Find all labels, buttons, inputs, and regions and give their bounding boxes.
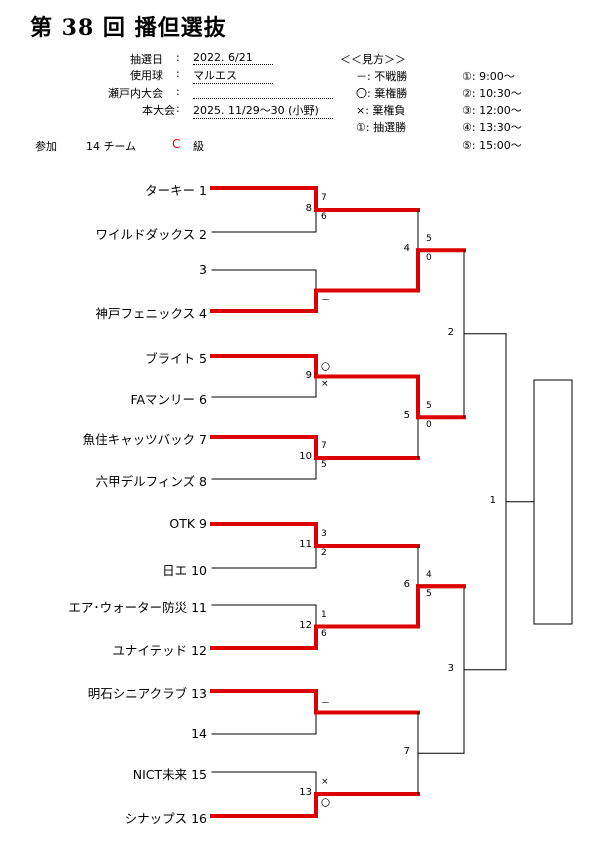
score-label: 〇 [321, 799, 331, 809]
game-number: 4 [403, 243, 410, 255]
score-label: × [321, 378, 329, 389]
info-value-setouchi [193, 85, 333, 99]
score-label: 5 [426, 401, 432, 412]
team-label: OTK 9 [169, 516, 207, 531]
info-label-setouchi: 瀬戸内大会 [108, 87, 163, 100]
score-label: 1 [321, 609, 327, 620]
info-label-draw-date: 抽選日 [130, 53, 163, 66]
team-label: ワイルドダックス 2 [95, 227, 207, 242]
team-label: ブライト 5 [145, 351, 207, 366]
team-label: ターキー 1 [145, 183, 207, 198]
game-number: 13 [299, 787, 312, 798]
game-number: 3 [447, 662, 454, 674]
score-label: 〇 [321, 362, 331, 373]
team-label: 魚住キャッツバック 7 [82, 432, 207, 447]
game-number: 12 [299, 619, 312, 631]
score-label: 5 [426, 234, 432, 245]
info-colon: : [176, 102, 180, 115]
legend-item: ①: 抽選勝 [356, 121, 407, 134]
legend-item: ×: 棄権負 [356, 104, 406, 117]
legend-item: －: 不戦勝 [356, 70, 408, 83]
info-value-main: 2025. 11/29～30 (小野) [193, 102, 333, 119]
score-label: 5 [321, 460, 327, 470]
game-number: 6 [403, 579, 410, 591]
participants-count: 14 チーム [86, 140, 137, 153]
time-item: ①: 9:00～ [462, 70, 515, 83]
score-label: 5 [426, 589, 432, 600]
champion-box [533, 379, 573, 625]
info-value-ball: マルエス [193, 67, 273, 84]
score-label: 7 [321, 193, 327, 203]
game-number: 1 [489, 494, 496, 506]
legend-title: ＜＜見方＞＞ [340, 53, 406, 66]
participants-label: 参加 [35, 140, 57, 153]
time-item: ②: 10:30～ [462, 87, 522, 100]
team-label: 神戸フェニックス 4 [95, 306, 207, 321]
team-label: 14 [191, 726, 207, 741]
score-label: 4 [426, 570, 432, 581]
info-label-main: 本大会 [142, 104, 175, 117]
score-label: × [321, 777, 329, 787]
game-number: 5 [403, 410, 410, 422]
score-label: 0 [426, 253, 432, 264]
score-label: 6 [321, 212, 327, 222]
game-number: 8 [305, 203, 312, 214]
info-label-ball: 使用球 [130, 69, 163, 82]
game-number: 11 [299, 539, 312, 550]
time-item: ⑤: 15:00～ [462, 139, 522, 152]
time-item: ④: 13:30～ [462, 121, 522, 134]
team-label: ユナイテッド 12 [112, 643, 207, 658]
time-item: ③: 12:00～ [462, 104, 522, 117]
game-number: 9 [305, 369, 312, 381]
score-label: － [321, 698, 331, 709]
page-title: 第 38 回 播但選抜 [30, 15, 227, 41]
game-number: 2 [447, 326, 454, 338]
score-label: 2 [321, 548, 327, 558]
team-label: FAマンリー 6 [130, 392, 207, 407]
info-value-draw-date: 2022. 6/21 [193, 51, 273, 65]
info-colon: : [176, 51, 180, 64]
score-label: － [321, 295, 331, 306]
legend-item: 〇: 棄権勝 [356, 87, 408, 100]
class-label: 級 [193, 140, 204, 153]
info-colon: : [176, 85, 180, 98]
game-number: 10 [299, 451, 312, 462]
team-label: 明石シニアクラブ 13 [87, 686, 207, 701]
info-colon: : [176, 67, 180, 80]
team-label: 日エ 10 [162, 563, 207, 578]
team-label: 3 [199, 262, 207, 277]
team-label: エア･ウォーター防災 11 [68, 600, 207, 615]
score-label: 3 [321, 529, 327, 539]
score-label: 7 [321, 441, 327, 451]
team-label: 六甲デルフィンズ 8 [95, 474, 207, 489]
team-label: シナップス 16 [124, 811, 207, 826]
class-letter: C [172, 137, 181, 151]
score-label: 6 [321, 628, 327, 639]
score-label: 0 [426, 420, 432, 431]
team-label: NICT未来 15 [132, 767, 207, 782]
game-number: 7 [403, 746, 410, 758]
